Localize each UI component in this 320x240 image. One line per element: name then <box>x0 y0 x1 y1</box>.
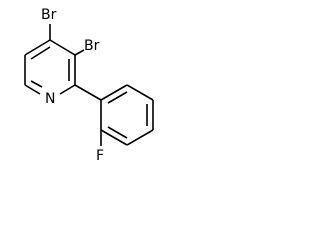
bond-n1-c6 <box>24 84 41 95</box>
atom-label-nitrogen: N <box>45 91 55 107</box>
bond-c3-br <box>74 49 85 56</box>
bond-c4-c3 <box>49 39 76 56</box>
atom-label-fluorine: F <box>96 148 104 164</box>
chemical-structure-diagram: Br Br N F <box>24 7 154 164</box>
atom-label-bromine-c4: Br <box>41 7 57 23</box>
bond-c6p-c1p <box>100 84 128 101</box>
bond-c2-c1prime <box>74 84 102 101</box>
bond-c2p-c3p-inner <box>107 126 128 139</box>
bond-c2-n1 <box>59 84 76 95</box>
atom-label-bromine-c3: Br <box>84 38 100 54</box>
bond-c5-c4 <box>24 39 51 56</box>
bond-c3p-c4p <box>126 129 154 146</box>
bond-c5-c4-inner <box>30 46 51 60</box>
fluorophenyl-ring <box>100 84 154 146</box>
bond-c2p-c3p <box>100 129 128 146</box>
pyridine-ring <box>24 39 76 95</box>
bond-c6p-c1p-inner <box>107 91 128 104</box>
bond-n1-c6-inner <box>30 80 43 88</box>
bond-c5p-c6p <box>126 84 154 101</box>
